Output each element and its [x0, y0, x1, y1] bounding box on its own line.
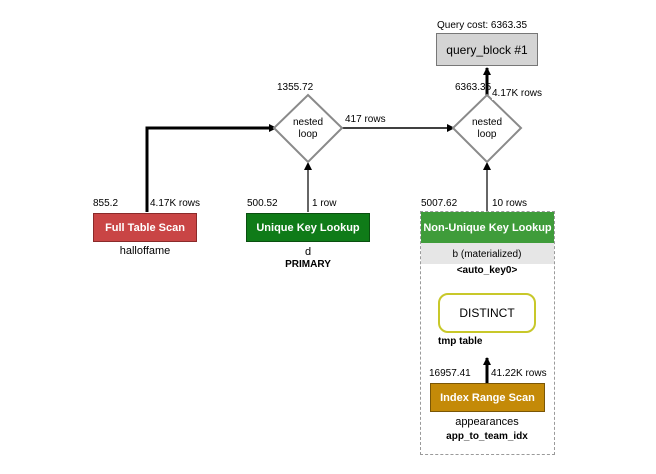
materialized-subquery-group — [420, 211, 555, 455]
unique-table: d — [304, 246, 312, 258]
query-block-node: query_block #1 — [436, 33, 538, 66]
fullscan-cost: 855.2 — [93, 198, 119, 209]
nonunique-cost: 5007.62 — [421, 198, 458, 209]
nl1-cost: 1355.72 — [277, 82, 314, 93]
nonunique-key: <auto_key0> — [456, 265, 518, 276]
nonunique-rows: 10 rows — [492, 198, 528, 209]
nested-loop-node-2 — [451, 93, 523, 164]
nl1-label: nested loop — [292, 117, 324, 140]
unique-key: PRIMARY — [285, 259, 331, 270]
unique-key-lookup-node: Unique Key Lookup — [246, 213, 370, 242]
unique-cost: 500.52 — [247, 198, 278, 209]
nl2-cost: 6363.35 — [455, 82, 492, 93]
nl2-label: nested loop — [471, 117, 503, 140]
full-table-scan-node: Full Table Scan — [93, 213, 197, 242]
distinct-sub: tmp table — [438, 336, 483, 347]
rangescan-table: appearances — [455, 416, 519, 428]
nested-loop-node-1 — [272, 93, 344, 164]
non-unique-key-lookup-node: Non-Unique Key Lookup — [421, 212, 554, 243]
fullscan-rows: 4.17K rows — [150, 198, 201, 209]
nl2-out-rows: 4.17K rows — [492, 88, 543, 100]
rangescan-rows: 41.22K rows — [491, 368, 547, 379]
rangescan-key: app_to_team_idx — [446, 431, 528, 442]
fullscan-table: halloffame — [119, 245, 171, 257]
query-cost-label: Query cost: 6363.35 — [437, 20, 528, 31]
index-range-scan-node: Index Range Scan — [430, 383, 545, 412]
nonunique-table: b (materialized) — [452, 249, 522, 260]
nl1-out-rows: 417 rows — [345, 114, 386, 125]
materialized-header — [421, 243, 554, 264]
edge-fullscan-to-nl1 — [145, 124, 277, 212]
rangescan-cost: 16957.41 — [429, 368, 471, 379]
distinct-node: DISTINCT — [438, 293, 536, 333]
unique-rows: 1 row — [312, 198, 337, 209]
